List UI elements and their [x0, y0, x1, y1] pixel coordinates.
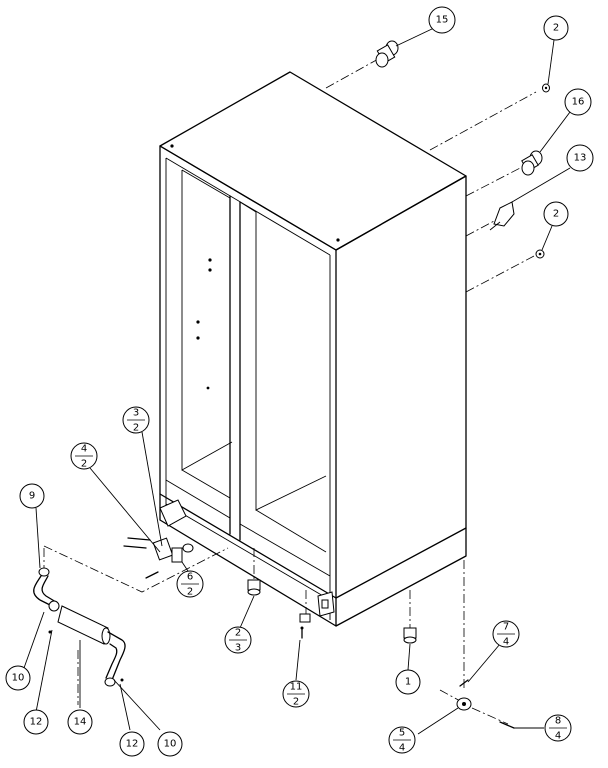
svg-text:9: 9	[29, 491, 35, 502]
svg-text:2: 2	[81, 459, 87, 470]
callout-leaders	[23, 27, 571, 735]
callout-8-over-4: 8 4	[544, 714, 572, 742]
callout-2-lower: 2	[543, 201, 569, 227]
svg-text:4: 4	[81, 444, 87, 455]
parts	[33, 40, 550, 729]
hinge-assembly-left	[123, 537, 194, 579]
callout-3-over-2: 3 2	[122, 406, 150, 434]
leader-lines	[43, 57, 537, 725]
svg-text:10: 10	[12, 673, 25, 684]
svg-text:10: 10	[164, 739, 177, 750]
svg-text:3: 3	[133, 408, 139, 419]
callout-2-over-3: 2 3	[224, 626, 252, 654]
svg-text:6: 6	[187, 572, 193, 583]
svg-text:14: 14	[74, 717, 87, 728]
svg-text:2: 2	[553, 209, 559, 220]
cabinet-body	[159, 71, 467, 627]
svg-text:13: 13	[574, 153, 587, 164]
pin-7	[459, 679, 469, 687]
leveling-leg-center	[247, 579, 261, 596]
drain-tube-assembly	[33, 567, 126, 687]
callout-7-over-4: 7 4	[492, 620, 520, 648]
leveling-leg-1	[403, 627, 417, 644]
svg-text:4: 4	[555, 731, 561, 742]
callout-1: 1	[395, 669, 421, 695]
svg-text:16: 16	[572, 97, 585, 108]
svg-text:2: 2	[293, 697, 299, 708]
callout-9: 9	[19, 483, 45, 509]
svg-text:12: 12	[30, 717, 43, 728]
svg-text:15: 15	[436, 15, 449, 26]
callout-12-left: 12	[23, 709, 49, 735]
callout-6-over-2: 6 2	[176, 570, 204, 598]
svg-text:2: 2	[235, 628, 241, 639]
callout-12-right: 12	[119, 731, 145, 757]
svg-text:2: 2	[187, 587, 193, 598]
svg-text:1: 1	[405, 677, 411, 688]
svg-text:4: 4	[399, 743, 405, 754]
callout-13: 13	[566, 144, 594, 172]
svg-text:7: 7	[503, 622, 509, 633]
callout-11-over-2: 11 2	[282, 680, 310, 708]
callout-4-over-2: 4 2	[70, 442, 98, 470]
svg-text:4: 4	[503, 637, 509, 648]
callout-10-left: 10	[5, 665, 31, 691]
screw-2-top	[542, 83, 550, 93]
roller-5	[456, 697, 472, 711]
callout-14: 14	[67, 709, 93, 735]
svg-text:2: 2	[133, 423, 139, 434]
callout-5-over-4: 5 4	[388, 726, 416, 754]
callout-2-top: 2	[543, 15, 569, 41]
plug-16	[521, 150, 543, 176]
svg-text:2: 2	[553, 23, 559, 34]
svg-text:3: 3	[235, 643, 241, 654]
bracket-13	[489, 201, 515, 231]
svg-text:11: 11	[290, 682, 303, 693]
screw-2-lower	[535, 249, 545, 259]
screw-8	[499, 721, 515, 729]
callout-10-right: 10	[157, 731, 183, 757]
svg-text:5: 5	[399, 728, 405, 739]
svg-text:12: 12	[126, 739, 139, 750]
callout-16: 16	[564, 88, 592, 116]
svg-text:8: 8	[555, 716, 561, 727]
plug-15	[375, 40, 399, 68]
callout-15: 15	[428, 6, 456, 34]
screw-11	[299, 613, 311, 639]
